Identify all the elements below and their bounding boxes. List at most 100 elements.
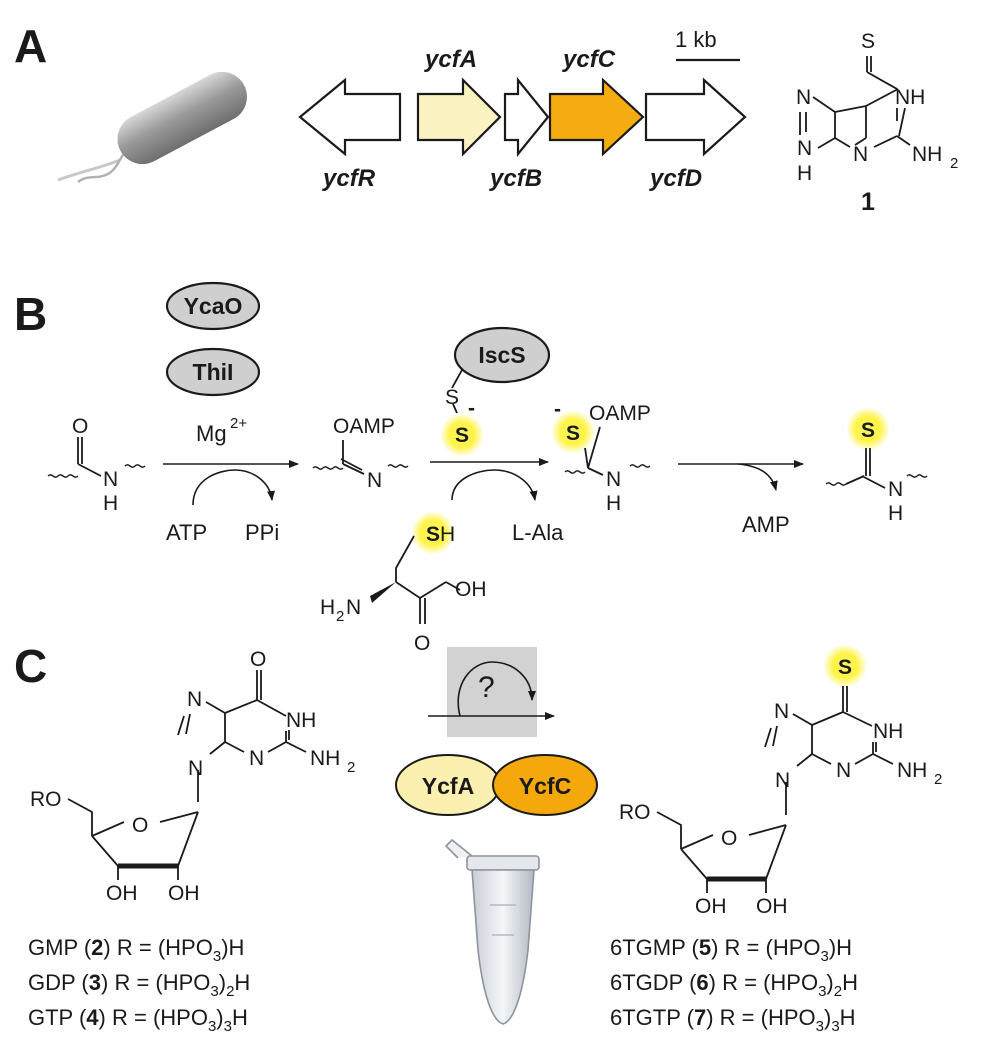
guanine-O: O [250,648,266,671]
thioguanine-N7: N [774,700,789,723]
enzyme-thiI [165,347,261,397]
intermediate-1 [312,440,409,475]
enzyme-ycfC-label: YcfC [519,773,571,799]
gene-arrow-ycfR [298,77,402,157]
persulfide-S2: S [455,424,469,447]
thioguanine-structure [764,686,894,815]
intermediate-2-OAMP: OAMP [589,402,651,425]
product-row-6tgmp: 6TGMP (5) R = (HPO3)H [610,935,852,965]
compound-1-N9-H: H [797,162,812,185]
compound-1-N7: N [796,86,811,109]
persulfide-S1: S [445,386,459,409]
bacterium-icon [57,71,247,183]
ribose-left-OH2: OH [168,882,200,905]
enzyme-iscS [453,326,551,384]
guanine-NH2-sub: 2 [347,759,355,776]
intermediate-2-H: H [606,492,621,515]
highlight-intermediate-S [551,410,595,454]
compound-1-structure [799,56,911,149]
cysteine-OH: OH [455,578,487,601]
panel-label-c: C [14,640,47,692]
product-H: H [888,502,903,525]
product-S: S [861,419,875,442]
intermediate-2-charge: - [554,398,561,421]
gene-arrow-ycfC [548,77,645,157]
thioguanine-NH: NH [873,720,903,743]
thioguanine-S: S [838,656,852,679]
persulfide-bonds [451,369,463,414]
enzyme-ycfC [492,754,598,816]
ribose-right-RO: RO [619,801,651,824]
ribose-right-OH2: OH [756,895,788,918]
compound-1-label: 1 [861,188,875,216]
ribose-right-OH1: OH [695,895,727,918]
intermediate-2-skeleton [564,426,651,476]
side-l-ala: L-Ala [512,520,564,545]
enzyme-thiI-label: ThiI [193,359,234,385]
substrate-O: O [72,415,88,438]
panel-label-b: B [14,288,47,340]
intermediate-1-N: N [367,469,382,492]
compound-1-S: S [861,30,875,53]
gene-label-ycfB: ycfB [489,165,542,192]
substrate-row-gtp: GTP (4) R = (HPO3)3H [28,1005,248,1035]
tube-icon [444,838,540,1025]
guanine-N7: N [187,688,202,711]
persulfide-charge: - [468,397,475,420]
gene-label-ycfC: ycfC [562,46,616,73]
gene-arrow-ycfB [503,76,550,158]
unknown-question-mark: ? [478,671,495,704]
intermediate-1-OAMP: OAMP [333,415,395,438]
guanine-NH2: NH [310,747,340,770]
side-ppi: PPi [245,520,279,545]
scale-bar-label: 1 kb [675,27,717,52]
intermediate-2-N: N [606,468,621,491]
ribose-left-RO: RO [30,788,62,811]
gene-cluster [298,76,747,158]
guanine-structure [177,670,307,802]
product-row-6tgtp: 6TGTP (7) R = (HPO3)3H [610,1005,856,1035]
guanine-N9: N [188,757,203,780]
substrate-list: GMP (2) R = (HPO3)H GDP (3) R = (HPO3)2H… [28,935,250,1035]
cysteine-skeleton [370,535,461,624]
guanine-NH: NH [286,709,316,732]
unknown-curve-arrow [457,661,536,717]
thioguanine-N9: N [775,769,790,792]
compound-1-N9: N [797,137,812,160]
compound-1-N3: N [853,143,868,166]
product-row-6tgdp: 6TGDP (6) R = (HPO3)2H [610,970,858,1000]
product-N: N [888,478,903,501]
enzyme-ycaO-label: YcaO [184,293,243,319]
product-skeleton [825,448,928,489]
thioguanine-N3: N [836,759,851,782]
substrate-amide [47,437,146,478]
atp-curve-arrow [192,469,275,506]
highlight-product-S [846,407,890,451]
cysteine-H2N-H: H [320,596,335,619]
ribose-left [67,798,199,880]
compound-1-NH2-sub: 2 [950,155,958,172]
substrate-N: N [103,468,118,491]
intermediate-2-S: S [566,422,580,445]
ribose-left-O: O [132,814,148,837]
enzyme-ycaO [165,281,261,331]
cofactor-mg: Mg [196,421,227,446]
substrate-H: H [103,492,118,515]
highlight-thioguanine-S [823,644,867,688]
thioguanine-NH2-sub: 2 [934,771,942,788]
enzyme-ycfA-label: YcfA [422,773,474,799]
guanine-N3: N [249,747,264,770]
cysteine-curve-arrow [451,469,538,501]
substrate-row-gdp: GDP (3) R = (HPO3)2H [28,970,250,1000]
product-list: 6TGMP (5) R = (HPO3)H 6TGDP (6) R = (HPO… [610,935,858,1035]
cysteine-SH-H: H [440,523,455,546]
side-amp: AMP [742,512,790,537]
compound-1-NH2: NH [912,143,942,166]
cofactor-mg-charge: 2+ [230,415,247,432]
amp-curve-arrow [737,463,778,491]
highlight-persulfide-S [440,413,484,457]
gene-label-ycfR: ycfR [322,165,376,192]
side-atp: ATP [166,520,207,545]
gene-arrow-ycfD [644,77,747,157]
